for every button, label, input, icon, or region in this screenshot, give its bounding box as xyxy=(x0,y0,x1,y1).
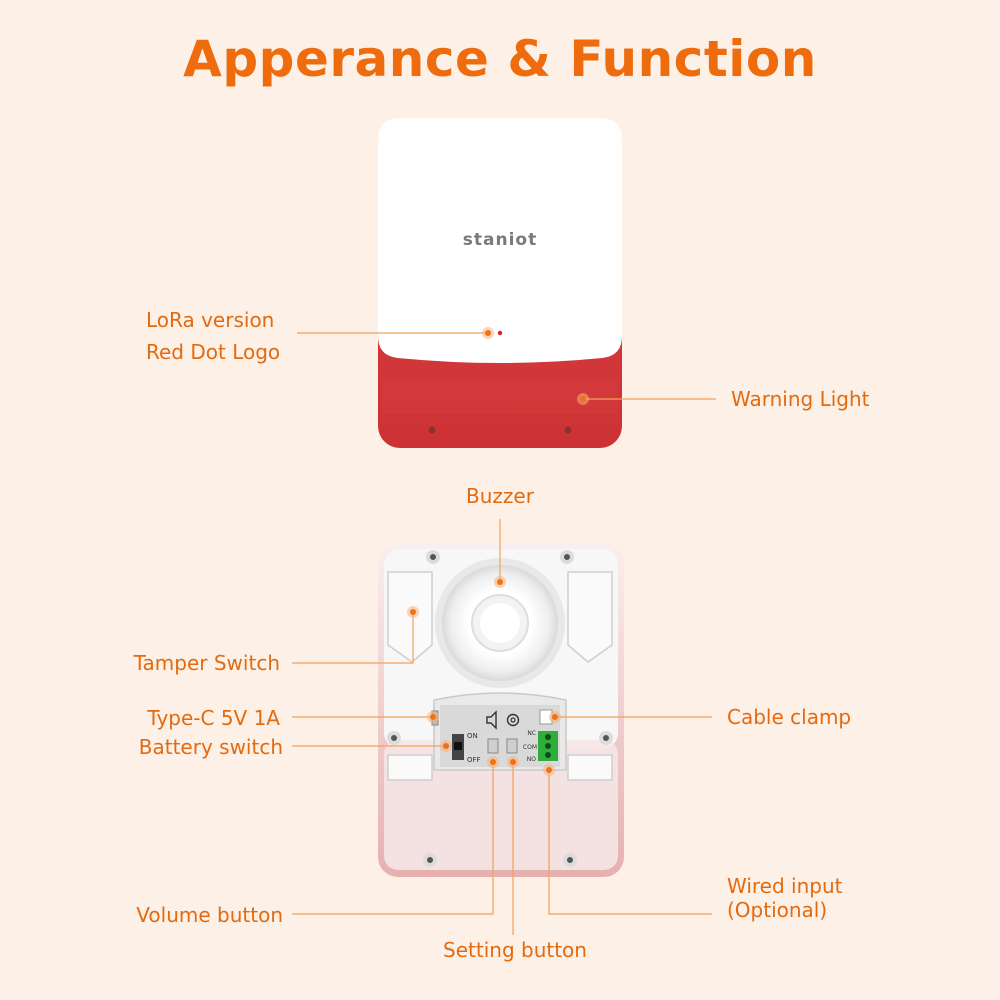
gear-icon xyxy=(506,713,520,727)
setting-button[interactable] xyxy=(506,738,518,754)
label-lora-version: LoRa version xyxy=(146,308,275,332)
terminal-no-text: NO xyxy=(527,756,536,763)
siren-front-view xyxy=(378,118,622,448)
buzzer xyxy=(435,558,565,688)
speaker-icon xyxy=(486,710,497,730)
label-volume-button: Volume button xyxy=(136,903,283,927)
volume-button[interactable] xyxy=(487,738,499,754)
brand-logo-text: staniot xyxy=(462,230,538,250)
control-compartment: ON OFF NC COM NO xyxy=(431,692,567,771)
label-battery-switch: Battery switch xyxy=(138,735,283,759)
red-dot-logo xyxy=(497,330,503,336)
label-warning-light: Warning Light xyxy=(731,387,870,411)
white-top-cover xyxy=(378,118,622,363)
terminal-com-text: COM xyxy=(523,744,537,751)
mounting-holes xyxy=(387,550,613,867)
label-wired-input: Wired input xyxy=(727,874,843,898)
leader-lines xyxy=(292,332,716,935)
screw-hole-icon xyxy=(428,426,436,434)
label-type-c: Type-C 5V 1A xyxy=(147,706,280,730)
switch-on-text: ON xyxy=(467,732,478,740)
label-setting-button: Setting button xyxy=(443,938,587,962)
callout-dots xyxy=(407,327,589,776)
label-tamper-switch: Tamper Switch xyxy=(133,651,280,675)
screw-hole-icon xyxy=(564,426,572,434)
terminal-nc-text: NC xyxy=(527,730,536,737)
label-cable-clamp: Cable clamp xyxy=(727,705,852,729)
back-plate-lower xyxy=(384,740,618,870)
siren-back-view: ON OFF NC COM NO xyxy=(378,543,624,877)
label-buzzer: Buzzer xyxy=(466,484,534,508)
page-title: Apperance & Function xyxy=(183,30,817,88)
switch-off-text: OFF xyxy=(467,756,481,764)
label-optional: (Optional) xyxy=(727,898,828,922)
label-red-dot-logo: Red Dot Logo xyxy=(146,340,281,364)
